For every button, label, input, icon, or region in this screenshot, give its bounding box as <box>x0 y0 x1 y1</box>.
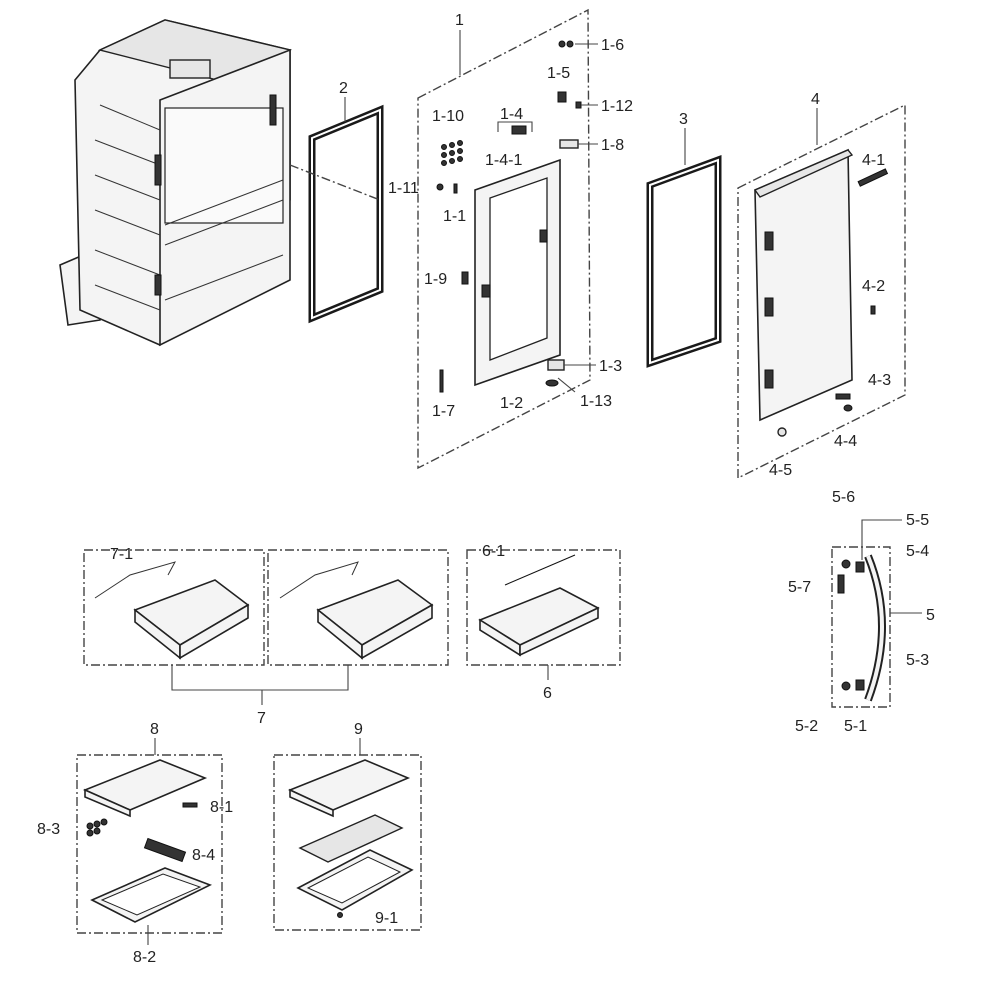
callout-1-12: 1-12 <box>601 98 633 115</box>
hinge-1-4-icon <box>511 125 527 135</box>
cover-8 <box>82 759 208 818</box>
group-4-boundary <box>737 103 906 480</box>
callout-1-4-1: 1-4-1 <box>485 152 522 169</box>
group-9-boundary <box>273 754 422 931</box>
callout-2: 2 <box>339 80 348 97</box>
tray-9 <box>298 814 404 863</box>
group-5-boundary <box>831 546 891 708</box>
callout-5-3: 5-3 <box>906 652 929 669</box>
callout-8-2: 8-2 <box>133 949 156 966</box>
callout-6: 6 <box>543 685 552 702</box>
part-1-8-icon <box>559 139 579 149</box>
pin-1-7-icon <box>439 369 444 393</box>
callout-1-4: 1-4 <box>500 106 523 123</box>
callout-1-1: 1-1 <box>443 208 466 225</box>
part-4-3-icon <box>835 393 851 400</box>
group-7-boundary-b <box>267 549 449 666</box>
callout-8: 8 <box>150 721 159 738</box>
screws-1-10-icon <box>441 140 463 166</box>
washer-1-2-icon <box>545 379 559 387</box>
callout-1-11: 1-11 <box>388 180 419 197</box>
callout-5-1: 5-1 <box>844 718 867 735</box>
screw-1-11-icon <box>436 183 444 191</box>
group-8-boundary <box>76 754 223 934</box>
frame-9 <box>296 849 414 911</box>
callout-1-2: 1-2 <box>500 395 523 412</box>
callout-1-9: 1-9 <box>424 271 447 288</box>
bin-7-left <box>94 561 250 660</box>
part-4-2-icon <box>870 305 876 315</box>
callout-1-13: 1-13 <box>580 393 612 410</box>
callout-9: 9 <box>354 721 363 738</box>
callout-3: 3 <box>679 111 688 128</box>
callout-4-4: 4-4 <box>834 433 857 450</box>
hinge-1-3-icon <box>547 359 565 371</box>
callout-4: 4 <box>811 91 820 108</box>
callout-1-8: 1-8 <box>601 137 624 154</box>
callout-1-3: 1-3 <box>599 358 622 375</box>
callout-4-3: 4-3 <box>868 372 891 389</box>
callout-8-1: 8-1 <box>210 799 233 816</box>
left-door-frame <box>474 158 561 387</box>
door-gasket-3 <box>646 154 722 368</box>
cover-9 <box>287 759 411 818</box>
screw-1-12-icon <box>575 101 582 109</box>
door-gasket-2 <box>308 104 384 324</box>
callout-5-5: 5-5 <box>906 512 929 529</box>
callout-4-1: 4-1 <box>862 152 885 169</box>
callout-5-4: 5-4 <box>906 543 929 560</box>
callout-7: 7 <box>257 710 266 727</box>
callout-8-4: 8-4 <box>192 847 215 864</box>
part-1-5-icon <box>557 91 567 103</box>
frame-8 <box>90 867 213 923</box>
pin-1-1-icon <box>453 183 458 194</box>
part-1-9-icon <box>461 271 469 285</box>
screw-icon <box>558 40 566 48</box>
screw-icon <box>566 40 574 48</box>
strip-4-1-icon <box>857 168 889 187</box>
callout-1-10: 1-10 <box>432 108 464 125</box>
part-4-5-icon <box>777 427 787 437</box>
part-4-4-icon <box>843 404 853 412</box>
callout-6-1: 6-1 <box>482 543 505 560</box>
right-door-panel <box>753 148 854 422</box>
cabinet-assembly <box>59 19 293 347</box>
callout-8-3: 8-3 <box>37 821 60 838</box>
callout-5: 5 <box>926 607 935 624</box>
bin-7-right <box>279 561 434 660</box>
callout-5-2: 5-2 <box>795 718 818 735</box>
group-7-1-boundary <box>83 549 265 666</box>
callout-7-1: 7-1 <box>110 546 133 563</box>
callout-5-7: 5-7 <box>788 579 811 596</box>
callout-1-5: 1-5 <box>547 65 570 82</box>
group-1-boundary <box>417 8 591 470</box>
callout-1-6: 1-6 <box>601 37 624 54</box>
callout-4-5: 4-5 <box>769 462 792 479</box>
shelf-6 <box>478 587 600 657</box>
callout-1: 1 <box>455 12 464 29</box>
callout-9-1: 9-1 <box>375 910 398 927</box>
callout-5-6: 5-6 <box>832 489 855 506</box>
callout-1-7: 1-7 <box>432 403 455 420</box>
callout-4-2: 4-2 <box>862 278 885 295</box>
group-6-boundary <box>466 549 621 666</box>
